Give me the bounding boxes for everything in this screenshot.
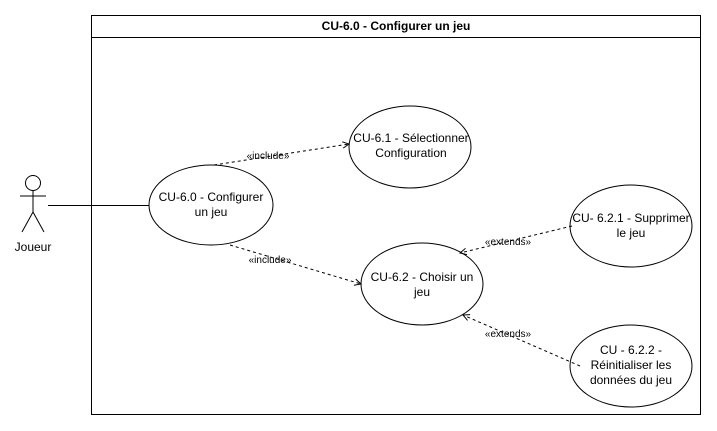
use-case-cu61-label: CU-6.1 - Sélectionner Configuration <box>353 131 469 160</box>
extends-arrow-cu621 <box>460 225 573 253</box>
use-case-cu60-label: CU-6.0 - Configurer un jeu <box>158 190 264 219</box>
include-arrow-cu62 <box>229 244 361 284</box>
use-case-cu622-ellipse <box>569 324 693 408</box>
use-case-cu621-label: CU- 6.2.1 - Supprimer le jeu <box>572 211 690 240</box>
system-title: CU-6.0 - Configurer un jeu <box>321 19 471 33</box>
use-case-cu622-label: CU - 6.2.2 - Réinitialiser les données d… <box>589 343 673 387</box>
extends-label-2: «extends» <box>484 329 532 340</box>
include-label-1: «include» <box>246 151 290 162</box>
include-arrow-cu61 <box>213 144 349 166</box>
use-case-cu62-label: CU-6.2 - Choisir un jeu <box>370 270 474 299</box>
use-case-cu60-ellipse <box>148 164 274 246</box>
actor-joueur-label: Joueur <box>14 240 52 254</box>
extends-label-1: «extends» <box>484 237 532 248</box>
actor-joueur-figure <box>20 175 46 233</box>
include-label-2: «include» <box>248 255 292 266</box>
